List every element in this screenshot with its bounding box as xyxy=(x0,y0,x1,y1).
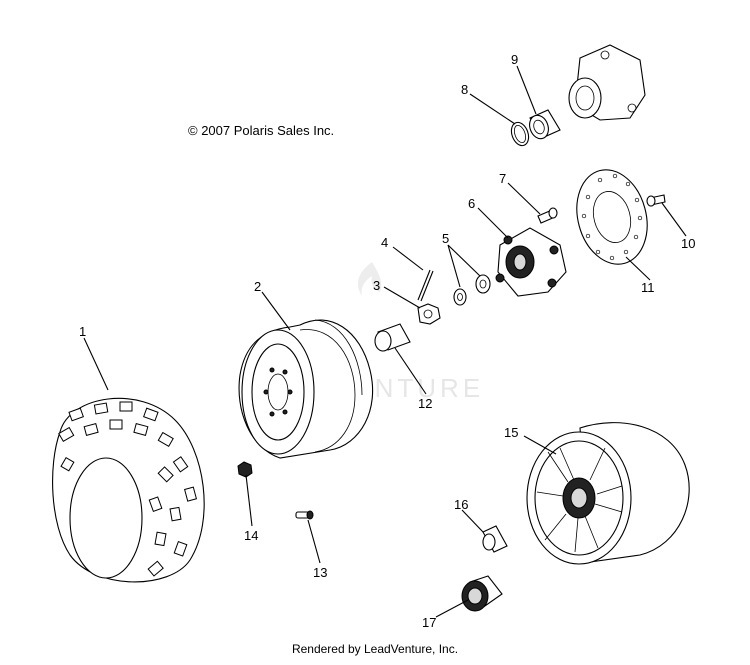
spacer xyxy=(482,525,508,553)
hub-bolt xyxy=(537,207,558,224)
disc-bolt xyxy=(646,194,666,207)
callouts: 1 2 3 4 5 6 7 8 9 10 11 12 13 14 15 16 1… xyxy=(79,52,695,630)
callout-13: 13 xyxy=(313,565,327,580)
callout-7: 7 xyxy=(499,171,506,186)
callout-9: 9 xyxy=(511,52,518,67)
callout-15: 15 xyxy=(504,425,518,440)
castle-nut xyxy=(417,303,441,325)
center-cap xyxy=(461,575,503,612)
bearing xyxy=(529,109,561,140)
hub-cap xyxy=(374,323,411,352)
callout-4: 4 xyxy=(381,235,388,250)
footer-credit: Rendered by LeadVenture, Inc. xyxy=(291,642,459,656)
callout-5: 5 xyxy=(442,231,449,246)
callout-6: 6 xyxy=(468,196,475,211)
steel-wheel xyxy=(238,319,374,459)
leader-lines xyxy=(83,65,687,618)
callout-2: 2 xyxy=(254,279,261,294)
callout-1: 1 xyxy=(79,324,86,339)
tire xyxy=(52,397,205,583)
callout-8: 8 xyxy=(461,82,468,97)
aluminum-wheel xyxy=(526,422,690,565)
brake-disc xyxy=(576,169,648,265)
valve-stem xyxy=(295,510,314,520)
callout-3: 3 xyxy=(373,278,380,293)
callout-10: 10 xyxy=(681,236,695,251)
knuckle-housing xyxy=(568,44,646,121)
washers xyxy=(453,274,491,306)
callout-14: 14 xyxy=(244,528,258,543)
callout-11: 11 xyxy=(641,280,655,295)
wheel-hub xyxy=(495,227,567,297)
callout-16: 16 xyxy=(454,497,468,512)
callout-17: 17 xyxy=(422,615,436,630)
copyright-notice: © 2007 Polaris Sales Inc. xyxy=(188,123,335,138)
cotter-pin xyxy=(417,269,434,302)
snap-ring xyxy=(510,121,530,147)
lug-nut xyxy=(237,461,253,478)
callout-12: 12 xyxy=(418,396,432,411)
